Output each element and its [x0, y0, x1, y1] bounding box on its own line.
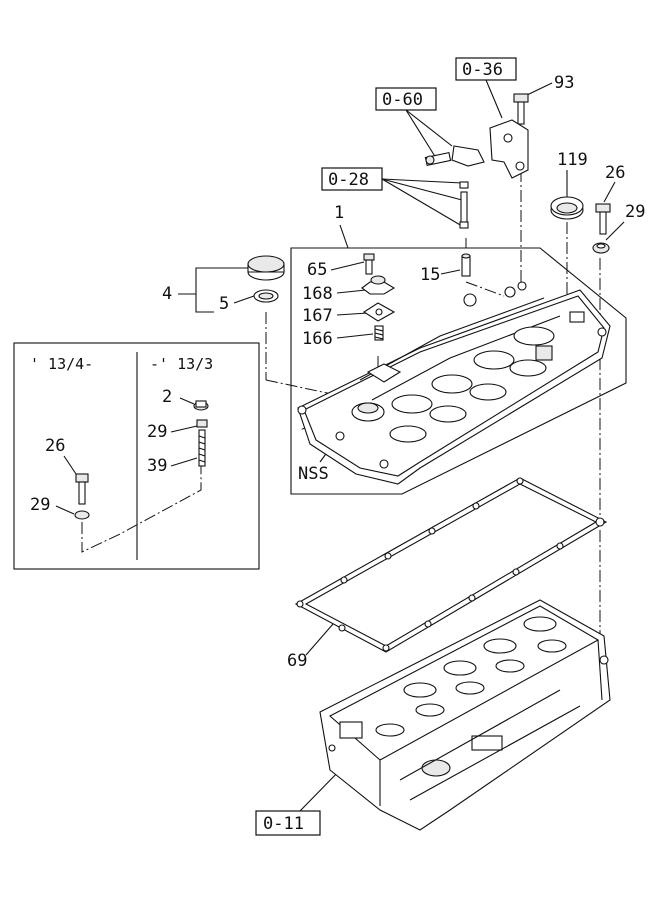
- callout-168: 168: [302, 284, 333, 304]
- washer-29-left: [74, 510, 90, 520]
- pipe-15: [461, 253, 471, 277]
- ref-box-0-28[interactable]: 0-28: [321, 167, 383, 191]
- bolt-26-shank: [78, 481, 86, 505]
- bolt-26-head: [75, 473, 89, 483]
- bolt-93: [513, 93, 529, 125]
- callout-5: 5: [219, 294, 229, 314]
- ref-label-0-36: 0-36: [462, 60, 503, 80]
- callout-69: 69: [287, 651, 307, 671]
- cylinder-head-0-11: [319, 599, 611, 831]
- cylinder-head-cover-1: [297, 281, 611, 485]
- callout-15: 15: [420, 265, 440, 285]
- bolt-26-top: [595, 203, 611, 235]
- inset-variant-13-4: ' 13/4-: [30, 355, 93, 373]
- callout-2: 2: [162, 387, 172, 407]
- washer-2-top: [195, 400, 207, 408]
- oil-filler-cap-4: [247, 255, 285, 281]
- callout-29-inset-left: 29: [30, 495, 50, 515]
- callout-65: 65: [307, 260, 327, 280]
- washer-29-top: [592, 242, 610, 254]
- gasket-167: [362, 302, 396, 322]
- ref-box-0-60[interactable]: 0-60: [375, 87, 437, 111]
- callout-39: 39: [147, 456, 167, 476]
- ref-box-0-36[interactable]: 0-36: [455, 57, 517, 81]
- washer-29-right: [196, 419, 208, 428]
- callout-1: 1: [334, 203, 344, 223]
- callout-166: 166: [302, 329, 333, 349]
- callout-26-inset-left: 26: [45, 436, 65, 456]
- ref-label-0-28: 0-28: [328, 170, 369, 190]
- spring-166: [374, 325, 384, 341]
- cover-outline-frame: [290, 247, 627, 495]
- seal-ring-119: [550, 196, 584, 220]
- sensor-0-60: [424, 145, 485, 167]
- callout-nss: NSS: [298, 464, 329, 484]
- hose-0-28: [459, 181, 469, 229]
- seal-5: [253, 289, 279, 303]
- callout-167: 167: [302, 306, 333, 326]
- plate-168: [361, 275, 396, 295]
- bracket-0-36: [489, 119, 529, 179]
- callout-29-inset-right: 29: [147, 422, 167, 442]
- ref-label-0-60: 0-60: [382, 90, 423, 110]
- callout-119: 119: [557, 150, 588, 170]
- callout-26-top: 26: [605, 163, 625, 183]
- ref-label-0-11: 0-11: [263, 814, 304, 834]
- ref-box-0-11[interactable]: 0-11: [255, 810, 321, 836]
- bolt-65: [363, 253, 375, 275]
- leader-lines: [178, 79, 625, 812]
- head-cover-gasket-69: [294, 477, 608, 653]
- callout-4: 4: [162, 284, 172, 304]
- inset-variant-13-3: -' 13/3: [150, 355, 213, 373]
- variant-inset: ' 13/4- -' 13/3 2 29 39 26 29: [13, 342, 260, 570]
- callout-29-top: 29: [625, 202, 645, 222]
- callout-93: 93: [554, 73, 574, 93]
